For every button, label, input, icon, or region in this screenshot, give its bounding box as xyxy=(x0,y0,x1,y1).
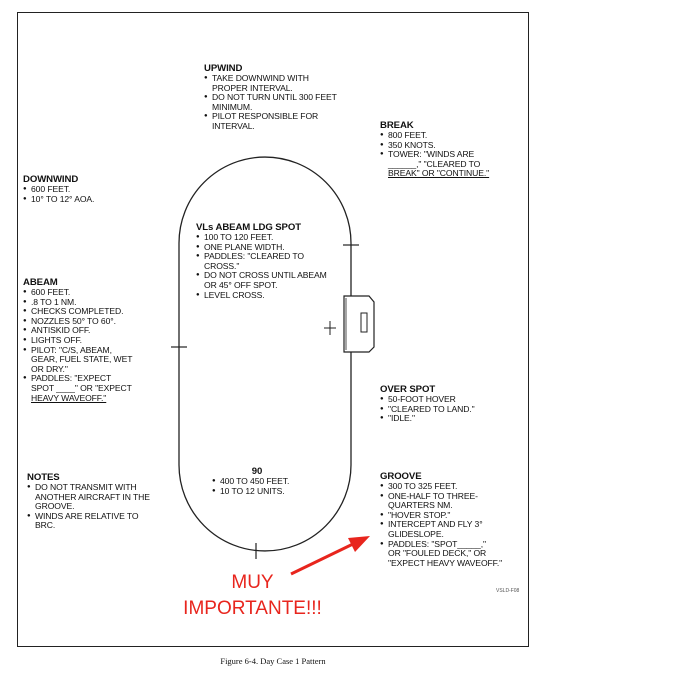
break-tower-line1: TOWER: "WINDS ARE xyxy=(388,149,475,160)
groove-item: ONE-HALF TO THREE-QUARTERS NM. xyxy=(380,491,520,511)
break-tower: TOWER: "WINDS ARE ______," "CLEARED TO B… xyxy=(380,149,520,179)
groove-block: GROOVE 300 TO 325 FEET. ONE-HALF TO THRE… xyxy=(380,471,520,568)
abeam-item: .8 TO 1 NM. xyxy=(23,297,138,308)
abeam-spot-item: ONE PLANE WIDTH. xyxy=(196,242,336,253)
callout-text: MUY IMPORTANTE!!! xyxy=(150,570,355,622)
groove-item: INTERCEPT AND FLY 3° GLIDESLOPE. xyxy=(380,520,520,539)
ninety-item: 10 TO 12 UNITS. xyxy=(212,486,322,497)
abeam-item: LIGHTS OFF. xyxy=(23,335,138,346)
downwind-block: DOWNWIND 600 FEET. 10° TO 12° AOA. xyxy=(23,174,133,204)
notes-item: WINDS ARE RELATIVE TO BRC. xyxy=(27,511,152,531)
break-item: 800 FEET. xyxy=(380,130,520,141)
upwind-item: DO NOT TURN UNTIL 300 FEET MINIMUM. xyxy=(204,92,344,112)
over-spot-title: OVER SPOT xyxy=(380,384,436,395)
abeam-spot-title: VLs ABEAM LDG SPOT xyxy=(196,222,301,233)
abeam-paddles-line3: HEAVY WAVEOFF." xyxy=(31,392,107,403)
racetrack-pattern xyxy=(178,156,352,552)
abeam-title: ABEAM xyxy=(23,277,58,288)
over-spot-block: OVER SPOT 50-FOOT HOVER "CLEARED TO LAND… xyxy=(380,384,510,424)
abeam-block: ABEAM 600 FEET. .8 TO 1 NM. CHECKS COMPL… xyxy=(23,277,138,403)
abeam-paddles: PADDLES: "EXPECT SPOT ____" OR "EXPECT H… xyxy=(23,374,138,403)
groove-paddles-line1: PADDLES: "SPOT_____," xyxy=(388,538,486,549)
over-spot-item: "CLEARED TO LAND." xyxy=(380,404,510,415)
break-title: BREAK xyxy=(380,120,414,131)
break-item: 350 KNOTS. xyxy=(380,140,520,151)
abeam-spot-block: VLs ABEAM LDG SPOT 100 TO 120 FEET. ONE … xyxy=(196,222,336,300)
downwind-item: 10° TO 12° AOA. xyxy=(23,194,133,205)
notes-block: NOTES DO NOT TRANSMIT WITH ANOTHER AIRCR… xyxy=(27,472,152,531)
abeam-spot-item: LEVEL CROSS. xyxy=(196,290,336,301)
over-spot-item: 50-FOOT HOVER xyxy=(380,394,510,405)
abeam-item: NOZZLES 50° TO 60°. xyxy=(23,316,138,327)
groove-paddles-line2: OR "FOULED DECK," OR xyxy=(388,548,487,559)
figure-caption: Figure 6-4. Day Case 1 Pattern xyxy=(220,656,326,666)
ninety-block: 90 400 TO 450 FEET. 10 TO 12 UNITS. xyxy=(212,466,322,496)
callout-line2: IMPORTANTE!!! xyxy=(183,598,322,619)
upwind-item: PILOT RESPONSIBLE FOR INTERVAL. xyxy=(204,112,344,131)
abeam-item: ANTISKID OFF. xyxy=(23,326,138,336)
notes-title: NOTES xyxy=(27,472,60,483)
groove-paddles: PADDLES: "SPOT_____," OR "FOULED DECK," … xyxy=(380,538,520,569)
break-block: BREAK 800 FEET. 350 KNOTS. TOWER: "WINDS… xyxy=(380,120,520,179)
upwind-block: UPWIND TAKE DOWNWIND WITH PROPER INTERVA… xyxy=(204,63,344,132)
groove-title: GROOVE xyxy=(380,471,422,482)
groove-item: 300 TO 325 FEET. xyxy=(380,481,520,492)
break-tower-line2: ," "CLEARED TO xyxy=(416,158,481,169)
break-tower-line3: BREAK" OR "CONTINUE." xyxy=(388,168,490,179)
callout-arrow xyxy=(290,536,370,576)
abeam-item: CHECKS COMPLETED. xyxy=(23,307,138,317)
ninety-item: 400 TO 450 FEET. xyxy=(212,476,322,487)
groove-item: "HOVER STOP." xyxy=(380,510,520,521)
abeam-item: 600 FEET. xyxy=(23,287,138,298)
upwind-title: UPWIND xyxy=(204,63,243,74)
downwind-title: DOWNWIND xyxy=(23,174,79,185)
groove-paddles-line3: "EXPECT HEAVY WAVEOFF." xyxy=(388,557,503,568)
callout-line1: MUY xyxy=(231,572,274,593)
abeam-spot-item: DO NOT CROSS UNTIL ABEAM OR 45° OFF SPOT… xyxy=(196,271,336,290)
abeam-spot-cross-icon xyxy=(324,321,336,335)
abeam-spot-item: PADDLES: "CLEARED TO CROSS." xyxy=(196,251,336,271)
abeam-spot-item: 100 TO 120 FEET. xyxy=(196,232,336,243)
abeam-paddles-line1: PADDLES: "EXPECT xyxy=(31,373,112,384)
downwind-item: 600 FEET. xyxy=(23,184,133,195)
upwind-item: TAKE DOWNWIND WITH PROPER INTERVAL. xyxy=(204,73,344,93)
figure-code: VSLD-F08 xyxy=(496,588,520,594)
ninety-title: 90 xyxy=(251,466,263,477)
ship-icon xyxy=(343,295,375,353)
notes-item: DO NOT TRANSMIT WITH ANOTHER AIRCRAFT IN… xyxy=(27,482,152,512)
over-spot-item: "IDLE." xyxy=(380,414,510,424)
abeam-item: PILOT: "C/S, ABEAM, GEAR, FUEL STATE, WE… xyxy=(23,345,138,375)
abeam-paddles-line2: SPOT ____" OR "EXPECT xyxy=(31,382,132,393)
break-tower-blank: ______ xyxy=(388,158,417,169)
